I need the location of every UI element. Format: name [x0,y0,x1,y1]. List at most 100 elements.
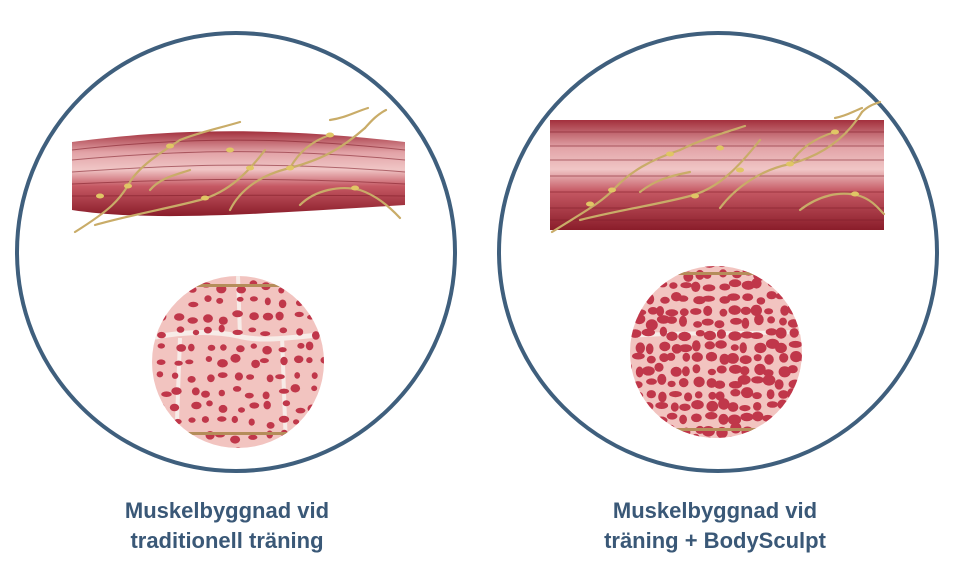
muscle-fiber-dot [667,380,676,388]
muscle-fiber-dot [678,344,693,353]
nerve-network-left [73,106,402,234]
muscle-fiber-dot [645,343,654,355]
muscle-fiber-dot [635,342,645,354]
muscle-fiber-dot [670,366,682,377]
muscle-fiber-dot [739,355,752,365]
muscle-fiber-dot [682,366,690,377]
muscle-fiber-dot [187,317,198,324]
muscle-fiber-dot [657,373,667,385]
muscle-fiber-dot [665,309,679,317]
muscle-fiber-dot [780,305,790,316]
muscle-fiber-dot [678,331,691,342]
muscle-fiber-dot [157,343,165,349]
muscle-fiber-dot [659,353,669,363]
muscle-fiber-dot [290,384,301,393]
muscle-fiber-dot [716,329,727,339]
illustration-canvas [15,31,939,473]
muscle-fiber-dot [188,343,195,352]
muscle-fiber-dot [231,415,238,424]
muscle-fiber-dot [294,372,301,379]
muscle-fiber-dot [762,374,776,386]
caption-line-1: Muskelbyggnad vid [612,498,818,523]
muscle-fiber-dot [266,422,275,429]
muscle-fiber-dot [740,306,752,315]
muscle-fiber-dot [727,293,741,301]
muscle-fiber-dot [726,353,739,364]
muscle-fiber-dot [701,295,715,302]
muscle-fiber-dot [741,317,750,329]
muscle-fiber-dot [679,414,687,425]
muscle-fiber-dot [680,282,692,289]
muscle-fiber-dot [703,305,713,316]
muscle-fiber-dot [666,412,678,420]
muscle-fiber-dot [171,387,182,395]
muscle-fiber-dot [207,344,216,351]
muscle-fiber-dot [679,308,689,317]
muscle-fiber-dot [278,415,290,423]
muscle-fiber-dot [230,353,241,363]
muscle-fiber-dot [280,356,288,366]
muscle-fiber-dot [752,411,764,422]
muscle-fiber-dot [293,419,300,425]
muscle-fiber-dot [730,317,743,325]
muscle-fiber-dot [192,329,200,336]
muscle-fiber-dot [659,326,668,337]
muscle-fiber-dot [294,355,304,364]
muscle-fiber-dot [646,390,656,399]
nerve-nodes-left [96,132,359,201]
muscle-fiber-dot [678,295,689,302]
muscle-fiber-dot [217,416,227,422]
muscle-fiber-dot [766,389,775,400]
muscle-bundle-left [71,131,406,217]
muscle-fiber-dot [660,296,670,304]
muscle-fiber-dot [718,398,730,410]
muscle-fiber-dot [694,391,703,399]
muscle-fiber-dot [236,296,244,302]
muscle-fiber-dot [715,391,725,401]
muscle-fiber-dot [296,328,304,336]
muscle-bundle-right [550,120,884,230]
muscle-fiber-dot [778,366,791,378]
muscle-fiber-dot [750,304,762,316]
muscle-fiber-dot [188,301,199,308]
muscle-fiber-dot [754,314,764,326]
muscle-fiber-dot [751,278,762,289]
muscle-fiber-dot [682,352,691,362]
muscle-fiber-dot [729,364,742,374]
muscle-fiber-dot [754,363,766,376]
muscle-fiber-dot [218,316,228,325]
muscle-fiber-dot [693,321,703,328]
muscle-fiber-dot [704,341,715,350]
muscle-fiber-dot [716,365,727,374]
muscle-fiber-dot [764,354,774,365]
muscle-fiber-dot [799,354,802,362]
muscle-fiber-dot [753,354,762,362]
muscle-fiber-dot [774,379,784,390]
muscle-fiber-dot [730,344,739,351]
muscle-fiber-dot [691,352,703,362]
muscle-fiber-dot [174,360,183,366]
muscle-fiber-dot [176,344,187,352]
muscle-fiber-dot [740,366,750,376]
muscle-fiber-dot [295,407,306,414]
muscle-fiber-dot [278,347,287,353]
muscle-fiber-dot [641,328,655,337]
muscle-fiber-dot [703,330,717,341]
muscle-fiber-dot [666,331,678,341]
muscle-fiber-dot [701,318,714,326]
muscle-fiber-dot [203,314,213,323]
muscle-fiber-dot [763,369,774,377]
muscle-fiber-dot [779,317,787,326]
muscle-fiber-dot [191,401,202,410]
muscle-fiber-dot [766,401,779,408]
muscle-fiber-dot [754,342,767,354]
muscle-fiber-dot [669,282,678,289]
muscle-fiber-dot [659,341,671,352]
muscle-fiber-dot [740,331,754,339]
muscle-fiber-dot [632,352,645,360]
muscle-fiber-dot [705,412,718,420]
muscle-fiber-dot [775,342,787,354]
muscle-fiber-dot [669,391,682,398]
muscle-fiber-dot [728,305,741,315]
muscle-fiber-dot [176,326,185,333]
